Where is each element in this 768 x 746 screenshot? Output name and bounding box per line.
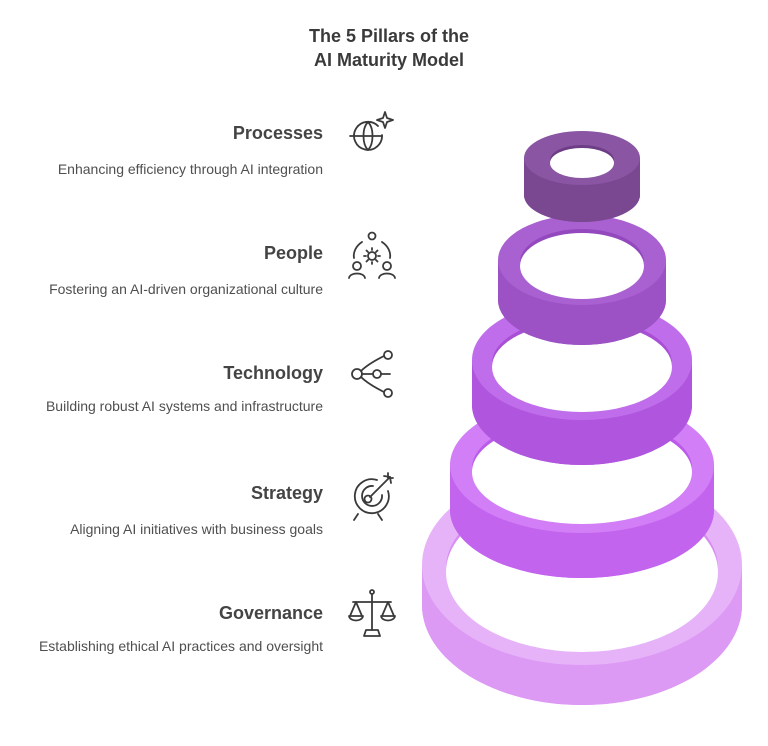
people-gear-icon [348, 231, 396, 279]
ring-people [498, 215, 666, 345]
pillar-title-processes: Processes [232, 123, 323, 143]
title-line-1: The 5 Pillars of the [308, 26, 470, 46]
pillar-title-strategy: Strategy [250, 483, 323, 503]
target-arrow-icon [353, 472, 394, 521]
title-line-2: AI Maturity Model [313, 50, 464, 70]
pillar-title-people: People [263, 243, 323, 263]
globe-sparkle-icon [349, 111, 394, 151]
pillar-desc-governance: Establishing ethical AI practices and ov… [38, 638, 323, 654]
pillar-desc-processes: Enhancing efficiency through AI integrat… [57, 161, 323, 177]
pillar-title-governance: Governance [218, 603, 323, 623]
share-network-icon [351, 350, 393, 398]
pillar-desc-people: Fostering an AI-driven organizational cu… [49, 281, 323, 297]
pillar-desc-technology: Building robust AI systems and infrastru… [45, 398, 323, 414]
maturity-rings-tower [422, 131, 742, 705]
diagram-title: The 5 Pillars of the AI Maturity Model [184, 24, 594, 72]
pillar-title-technology: Technology [223, 363, 323, 383]
pillar-desc-strategy: Aligning AI initiatives with business go… [70, 521, 323, 537]
ring-processes [524, 131, 640, 222]
scales-icon [348, 589, 396, 637]
